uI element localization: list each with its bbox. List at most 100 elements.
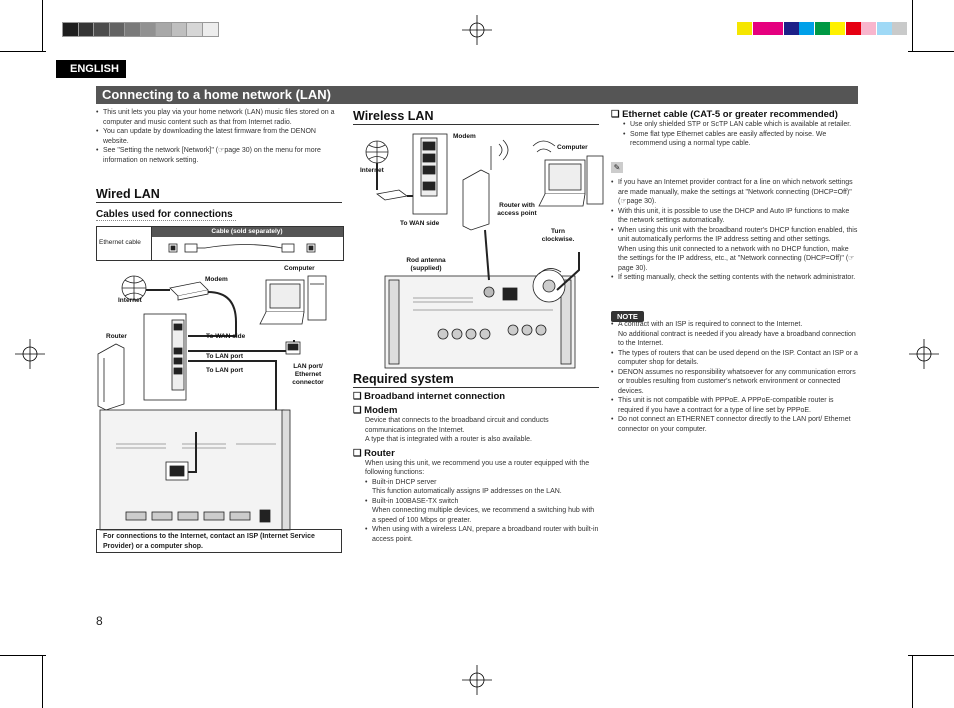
checkbox-icon: ❏ <box>353 447 365 459</box>
note-sub: No additional contract is needed if you … <box>618 330 856 348</box>
label-computer: Computer <box>557 144 588 151</box>
isp-note: For connections to the Internet, contact… <box>96 529 342 553</box>
note-text: A contract with an ISP is required to co… <box>611 320 858 434</box>
language-tab: ENGLISH <box>56 60 126 78</box>
gray-swatch <box>62 22 79 37</box>
color-swatch <box>876 22 892 35</box>
label-to-wan: To WAN side <box>400 220 440 227</box>
section-title: Connecting to a home network (LAN) <box>96 86 858 104</box>
memo-pencil-icon: ✎ <box>611 162 623 173</box>
gray-swatch <box>93 22 110 37</box>
note-bullet: DENON assumes no responsibility whatsoev… <box>611 368 858 397</box>
memo-bullet: When using this unit with the broadband … <box>611 226 858 245</box>
modem-title: ❏ Modem <box>353 405 398 416</box>
router-sub: When connecting multiple devices, we rec… <box>372 507 595 524</box>
crop-mark <box>42 655 43 708</box>
wireless-lan-diagram <box>365 133 604 369</box>
crop-mark <box>908 51 954 52</box>
color-swatch <box>737 22 752 35</box>
router-bullet: Built-in DHCP server <box>365 478 599 488</box>
router-bullet: When using with a wireless LAN, prepare … <box>365 525 599 544</box>
label-router: Router <box>106 333 127 340</box>
color-swatch <box>830 22 845 35</box>
intro-bullet: This unit lets you play via your home ne… <box>96 108 342 127</box>
cables-title: Cables used for connections <box>96 209 236 221</box>
checkbox-icon: ❏ <box>611 109 623 120</box>
ethernet-bullet: Some flat type Ethernet cables are easil… <box>623 130 858 149</box>
memo-bullet: If setting manually, check the setting c… <box>611 273 858 283</box>
gray-swatch <box>155 22 172 37</box>
cable-table: Cable (sold separately) Ethernet cable <box>96 226 344 261</box>
color-swatch <box>752 22 768 35</box>
ethernet-bullet: Use only shielded STP or ScTP LAN cable … <box>623 120 858 130</box>
wired-lan-diagram <box>97 275 327 531</box>
unit-rear-panel <box>99 409 285 531</box>
note-bullet: This unit is not compatible with PPPoE. … <box>611 396 858 415</box>
label-rod-antenna: Rod antenna (supplied) <box>406 257 446 272</box>
note-bullet: Do not connect an ETHERNET connector dir… <box>611 415 858 434</box>
memo-bullet: With this unit, it is possible to use th… <box>611 207 858 226</box>
router-title: ❏ Router <box>353 447 395 459</box>
crop-mark <box>912 655 913 708</box>
label-internet: Internet <box>118 297 142 304</box>
label-lan-port: LAN port/ Ethernet connector <box>292 363 324 386</box>
crop-mark <box>0 655 46 656</box>
gray-swatch <box>201 22 219 37</box>
color-swatch <box>799 22 814 35</box>
note-badge: NOTE <box>611 306 644 324</box>
broadband-title: ❏ Broadband internet connection <box>353 391 506 402</box>
color-swatch <box>861 22 876 35</box>
label-internet: Internet <box>360 167 384 174</box>
ethernet-cable-icon <box>168 243 316 253</box>
modem-text: Device that connects to the broadband ci… <box>365 417 549 434</box>
memo-text: If you have an Internet provider contrac… <box>611 178 858 283</box>
color-swatch <box>845 22 861 35</box>
required-system-title: Required system <box>353 372 599 388</box>
checkbox-icon: ❏ <box>353 391 365 402</box>
checkbox-icon: ❏ <box>353 405 365 416</box>
color-swatch <box>768 22 783 35</box>
router-bullet: Built-in 100BASE-TX switch <box>365 497 599 507</box>
note-bullet: The types of routers that can be used de… <box>611 349 858 368</box>
router-text: When using this unit, we recommend you u… <box>365 459 590 477</box>
label-modem: Modem <box>453 133 476 140</box>
gray-swatch <box>170 22 188 37</box>
label-router-ap: Router with access point <box>497 202 537 217</box>
ethernet-title: ❏ Ethernet cable (CAT-5 or greater recom… <box>611 109 838 120</box>
intro-text: This unit lets you play via your home ne… <box>96 108 342 165</box>
label-modem: Modem <box>205 276 228 283</box>
memo-cont: When using this unit connected to a netw… <box>618 245 855 272</box>
intro-bullet: See "Setting the network [Network]" (☞pa… <box>96 146 342 165</box>
label-to-lan: To LAN port <box>206 367 244 374</box>
gray-swatch <box>186 22 203 37</box>
label-to-wan: To WAN side <box>206 333 246 340</box>
intro-bullet: You can update by downloading the latest… <box>96 127 342 146</box>
crop-mark <box>0 51 46 52</box>
wireless-lan-title: Wireless LAN <box>353 109 599 125</box>
cable-table-header: Cable (sold separately) <box>151 227 343 237</box>
color-swatch <box>892 22 907 35</box>
rod-antenna-icon <box>484 229 490 281</box>
modem-text: A type that is integrated with a router … <box>365 436 532 443</box>
label-to-lan: To LAN port <box>206 353 244 360</box>
page-number: 8 <box>96 614 103 628</box>
gray-swatch <box>139 22 157 37</box>
required-system-body: ❏ Broadband internet connection ❏ Modem … <box>353 391 599 544</box>
wired-lan-title: Wired LAN <box>96 187 342 203</box>
crop-mark <box>908 655 954 656</box>
gray-swatch <box>108 22 126 37</box>
note-bullet: A contract with an ISP is required to co… <box>611 320 858 330</box>
ethernet-section: ❏ Ethernet cable (CAT-5 or greater recom… <box>611 109 858 149</box>
label-turn: Turn clockwise. <box>541 228 575 243</box>
gray-swatch <box>124 22 141 37</box>
color-swatch <box>814 22 830 35</box>
memo-bullet: If you have an Internet provider contrac… <box>611 178 858 207</box>
router-sub: This function automatically assigns IP a… <box>372 488 562 495</box>
crop-mark <box>42 0 43 52</box>
color-swatch <box>783 22 799 35</box>
cable-row-label: Ethernet cable <box>99 239 141 246</box>
label-computer: Computer <box>284 265 315 272</box>
gray-swatch <box>77 22 95 37</box>
crop-mark <box>912 0 913 52</box>
